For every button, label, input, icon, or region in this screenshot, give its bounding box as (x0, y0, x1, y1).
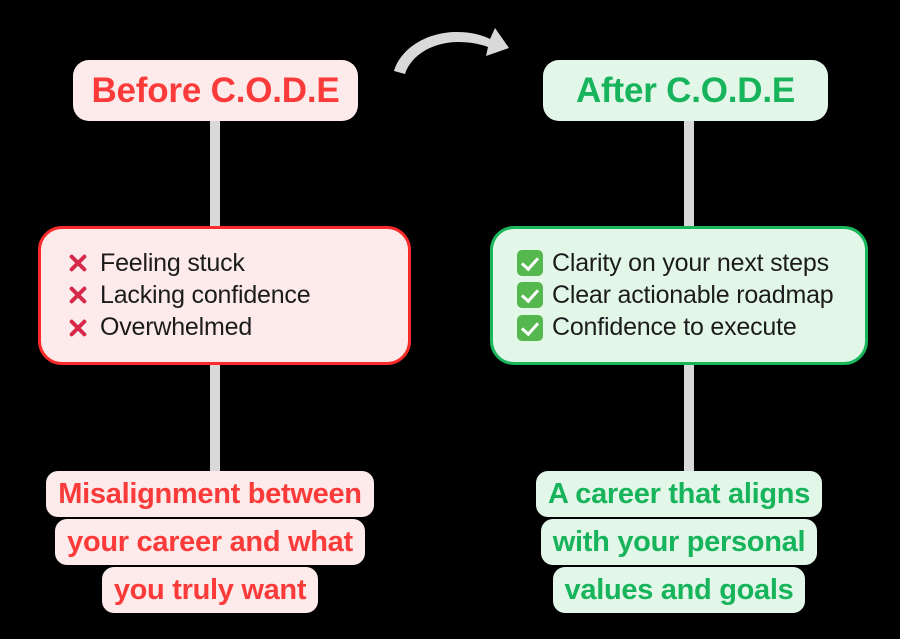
list-item-label: Clear actionable roadmap (552, 280, 834, 309)
header-after-code: After C.O.D.E (543, 60, 828, 121)
x-mark-icon (65, 282, 91, 308)
after-code-conclusion: A career that aligns with your personal … (520, 470, 838, 614)
list-item-label: Confidence to execute (552, 313, 797, 342)
list-item: Lacking confidence (65, 279, 388, 311)
curved-arrow-right-icon (385, 14, 515, 84)
conclusion-line: you truly want (101, 567, 319, 613)
list-item: Clear actionable roadmap (517, 279, 845, 311)
before-code-conclusion: Misalignment between your career and wha… (36, 470, 384, 614)
x-mark-icon (65, 250, 91, 276)
checkbox-checked-icon (517, 250, 543, 277)
list-item: Feeling stuck (65, 247, 388, 279)
checkbox-checked-icon (517, 314, 543, 341)
list-item-label: Feeling stuck (100, 248, 245, 277)
list-item-label: Clarity on your next steps (552, 248, 829, 277)
list-item: Confidence to execute (517, 312, 845, 344)
conclusion-line: Misalignment between (46, 471, 374, 517)
connector-left-header-to-card (210, 112, 220, 232)
connector-right-header-to-card (684, 112, 694, 232)
connector-left-card-to-conclusion (210, 360, 220, 478)
conclusion-line: with your personal (540, 519, 818, 565)
conclusion-line: A career that aligns (535, 471, 823, 517)
connector-right-card-to-conclusion (684, 360, 694, 478)
before-code-problems-card: Feeling stuck Lacking confidence Overwhe… (38, 226, 411, 365)
after-code-benefits-card: Clarity on your next steps Clear actiona… (490, 226, 868, 365)
header-before-code: Before C.O.D.E (73, 60, 358, 121)
list-item: Clarity on your next steps (517, 247, 845, 279)
x-mark-icon (65, 315, 91, 341)
conclusion-line: your career and what (55, 519, 365, 565)
list-item-label: Lacking confidence (100, 280, 311, 309)
checkbox-checked-icon (517, 282, 543, 309)
conclusion-line: values and goals (552, 567, 806, 613)
list-item-label: Overwhelmed (100, 313, 253, 342)
list-item: Overwhelmed (65, 312, 388, 344)
